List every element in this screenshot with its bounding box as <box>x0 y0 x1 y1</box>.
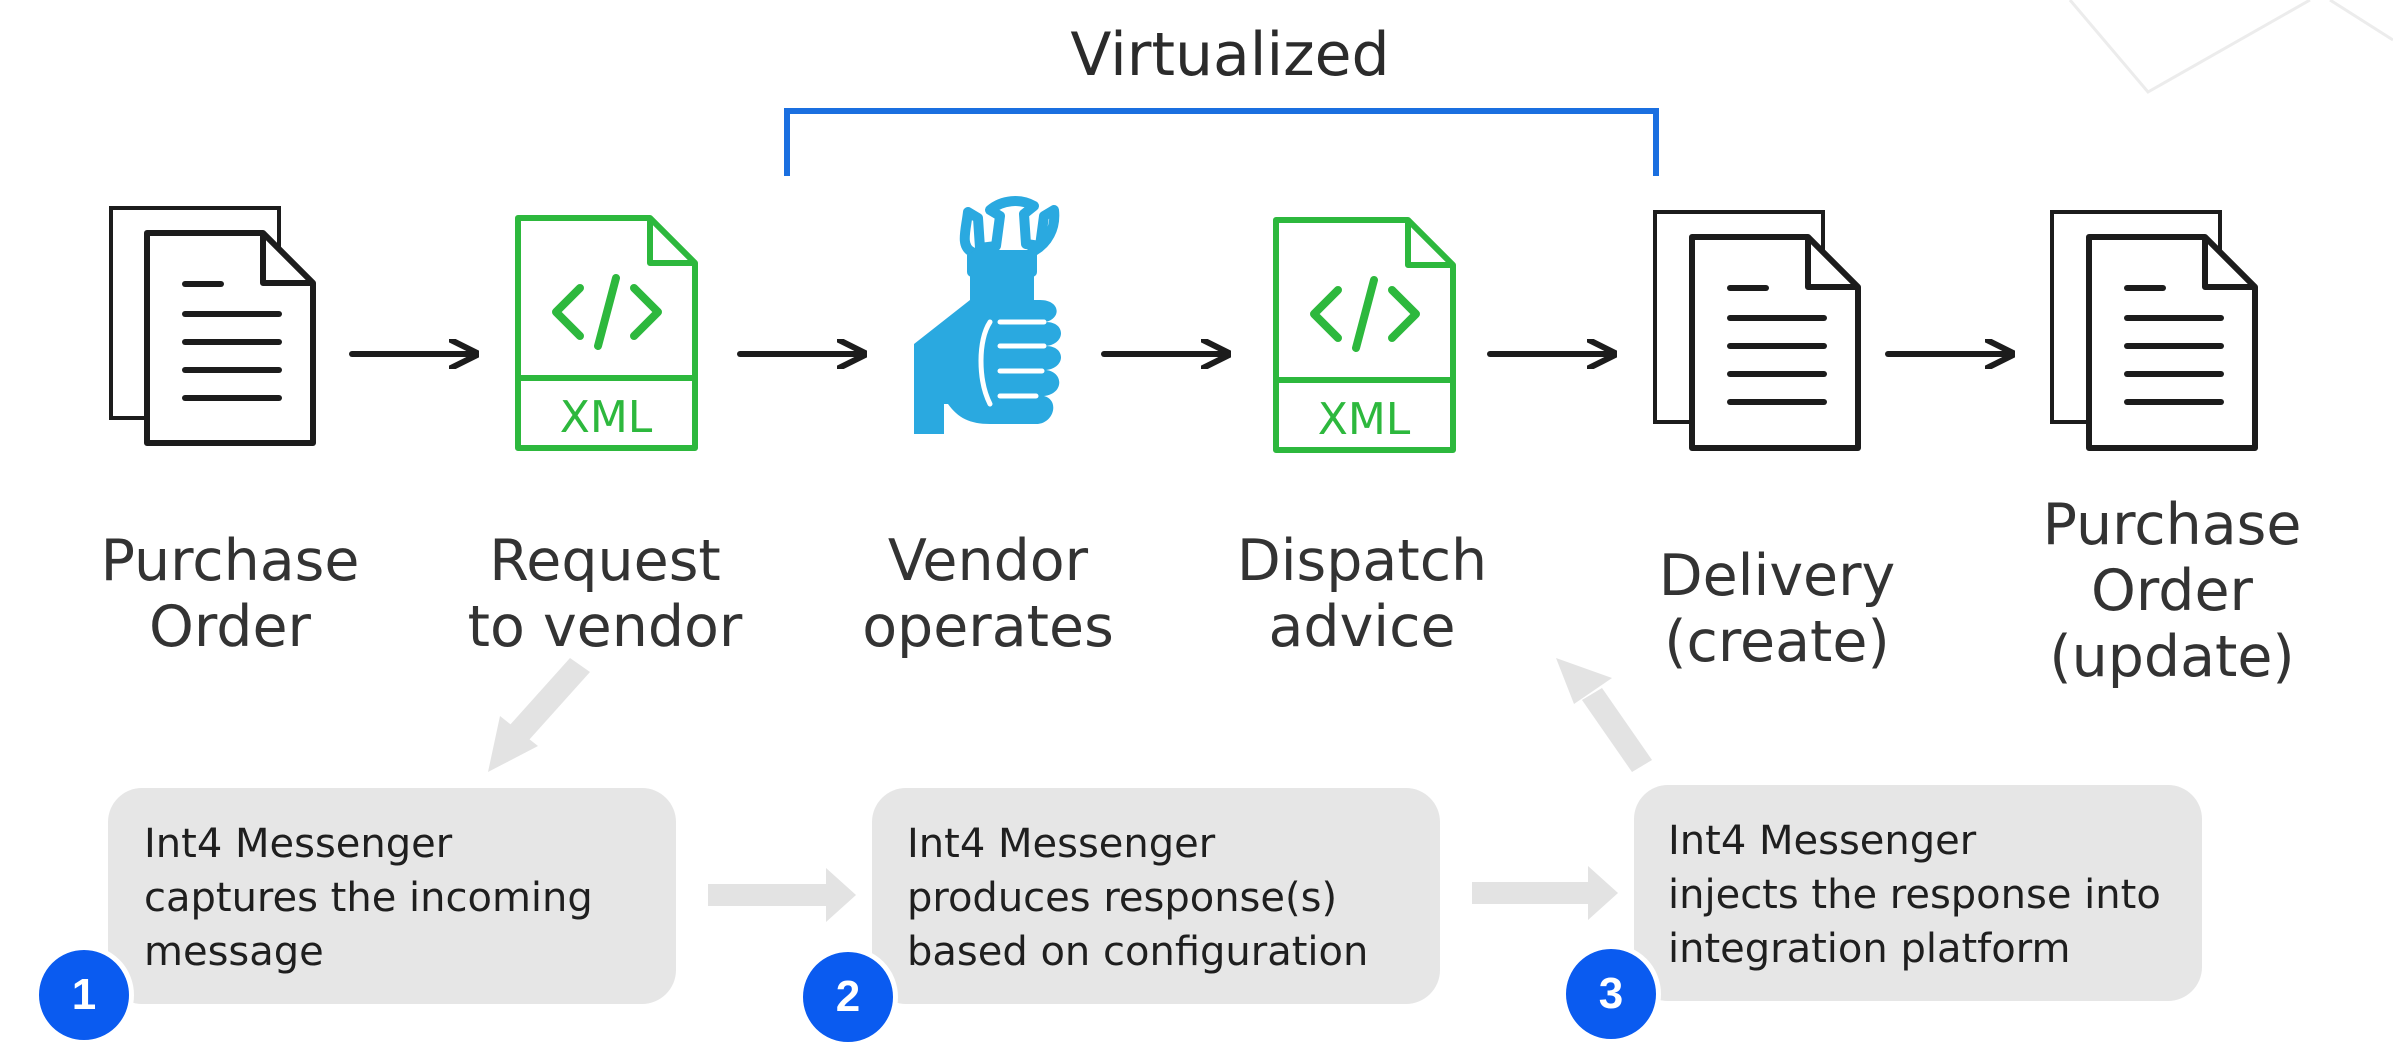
wrench-hand-icon <box>914 196 1061 434</box>
step-label-delivery-create: Delivery (create) <box>1658 543 1896 675</box>
next-step-arrow <box>708 868 856 922</box>
virtualized-bracket <box>784 108 1659 176</box>
inject-arrow <box>1556 658 1652 772</box>
note-box-produce <box>872 788 1440 1004</box>
xml-tag: XML <box>1318 394 1411 445</box>
virtualized-label: Virtualized <box>1070 20 1390 90</box>
note-text-inject: Int4 Messenger injects the response into… <box>1668 818 2161 972</box>
xml-tag: XML <box>560 392 653 443</box>
note-box-inject <box>1634 785 2202 1001</box>
step-number-badge: 2 <box>798 947 898 1047</box>
note-box-capture <box>108 788 676 1004</box>
document-stack-icon <box>2050 210 2258 451</box>
xml-file-icon: XML <box>1273 217 1456 453</box>
capture-arrow <box>488 658 590 772</box>
next-step-arrow <box>1472 866 1618 920</box>
step-label-purchase-order-update: Purchase Order (update) <box>2042 492 2302 690</box>
step-label-dispatch-advice: Dispatch advice <box>1236 528 1488 660</box>
document-stack-icon <box>109 206 316 446</box>
note-text-produce: Int4 Messenger produces response(s) base… <box>907 821 1369 975</box>
step-label-vendor-operates: Vendor operates <box>862 528 1114 660</box>
step-number-badge: 1 <box>34 945 134 1045</box>
note-text-capture: Int4 Messenger captures the incoming mes… <box>144 821 593 975</box>
corner-decoration <box>2068 0 2393 94</box>
xml-file-icon: XML <box>515 215 698 451</box>
step-number-badge: 3 <box>1561 944 1661 1044</box>
document-stack-icon <box>1653 210 1861 451</box>
step-label-purchase-order: Purchase Order <box>100 528 360 660</box>
step-label-request-to-vendor: Request to vendor <box>467 528 743 660</box>
